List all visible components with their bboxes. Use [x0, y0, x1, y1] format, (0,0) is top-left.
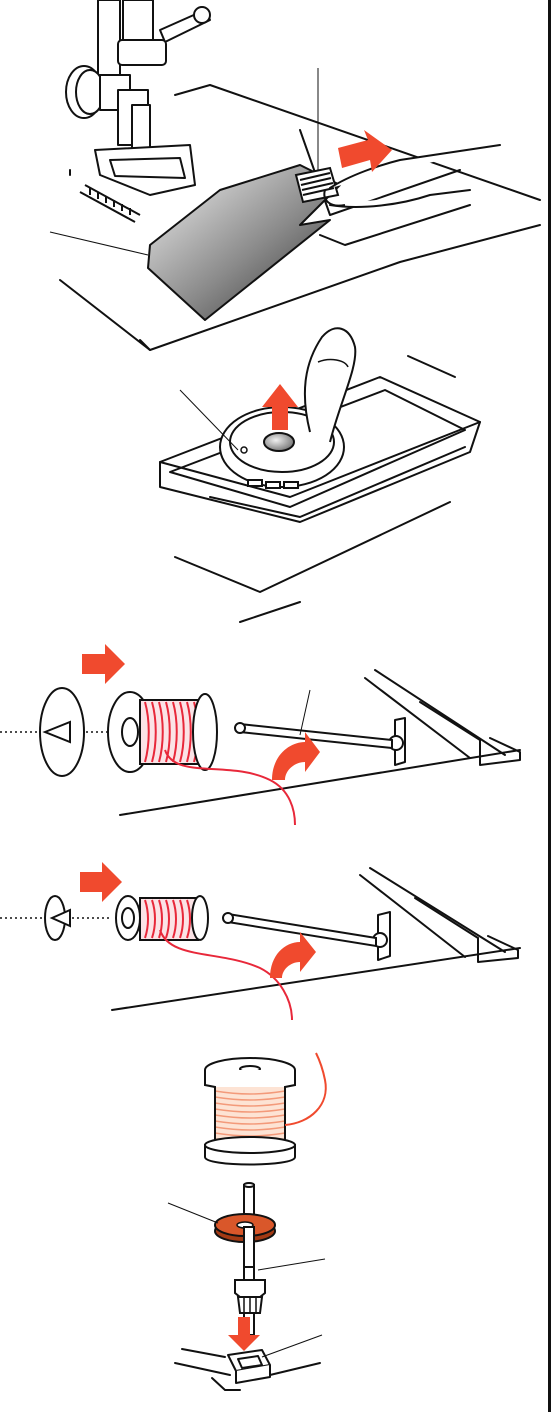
callout-line — [180, 390, 238, 450]
pin-shaft — [244, 1227, 254, 1267]
auxiliary-spool-pin-panel — [0, 1045, 548, 1412]
presser-foot-assembly — [66, 0, 210, 195]
spool-pin-hole — [228, 1350, 270, 1383]
bobbin-hub — [264, 433, 294, 451]
spool-large-cap-illustration — [0, 640, 548, 840]
page-margin-rule — [548, 0, 551, 1412]
bobbin-slots — [248, 480, 298, 488]
pin-collar — [235, 1280, 265, 1297]
spool-hole — [122, 908, 134, 928]
bobbin-cover-removal-panel — [0, 0, 548, 355]
spool-small-cap-illustration — [0, 860, 548, 1030]
down-arrow-icon — [228, 1317, 260, 1351]
spool-pin — [240, 724, 392, 748]
spool-right-flange — [193, 694, 217, 770]
right-arrow-icon — [82, 644, 125, 684]
auxiliary-spool-illustration — [0, 1045, 548, 1412]
cover-release-button — [296, 168, 338, 202]
spool-right-flange — [192, 896, 208, 940]
callout-line — [300, 690, 310, 735]
pin-tip — [244, 1183, 254, 1187]
curved-arrow-icon — [270, 932, 316, 978]
spool-hole — [122, 718, 138, 746]
bobbin-hole — [241, 447, 247, 453]
bobbin-case-illustration — [0, 322, 548, 642]
spool-pin-tip — [223, 913, 233, 923]
bobbin-lift-out-panel — [0, 322, 548, 642]
right-arrow-icon — [80, 862, 122, 902]
spool-small-cap-panel — [0, 860, 548, 1030]
spool-large-cap-panel — [0, 640, 548, 840]
thread-tail — [285, 1053, 326, 1125]
finger — [305, 328, 355, 442]
spool-pin-tip — [235, 723, 245, 733]
feed-dogs — [80, 185, 140, 222]
bobbin-cover-illustration — [0, 0, 548, 355]
spool-bottom-rim — [205, 1137, 295, 1153]
